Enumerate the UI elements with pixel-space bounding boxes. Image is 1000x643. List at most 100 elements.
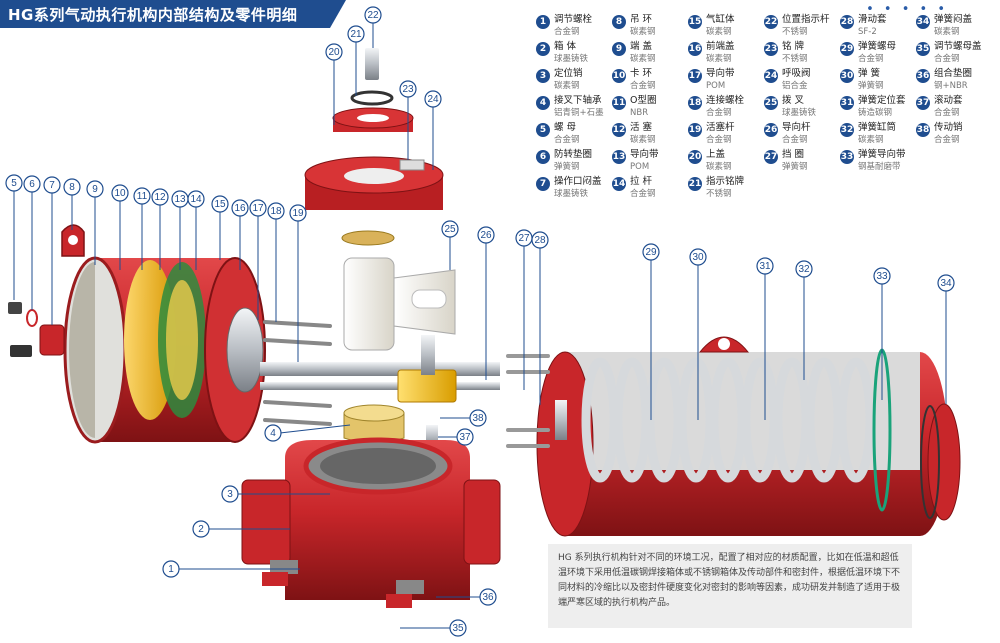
part-number-badge: 17 xyxy=(688,69,702,83)
part-material: 合金钢 xyxy=(706,108,732,118)
part-name: 弹 簧 xyxy=(858,68,881,79)
lower-bearing xyxy=(343,404,405,444)
part-number-badge: 8 xyxy=(612,15,626,29)
callout-17: 17 xyxy=(249,199,267,217)
lifting-ring xyxy=(61,224,85,257)
part-material: 不锈钢 xyxy=(782,27,808,37)
description-text: HG 系列执行机构针对不同的环境工况，配置了相对应的材质配置，比如在低温和超低温… xyxy=(558,553,901,608)
part-number-badge: 9 xyxy=(612,42,626,56)
part-name: 防转垫圈 xyxy=(554,149,593,160)
svg-text:20: 20 xyxy=(328,47,340,58)
part-number-badge: 4 xyxy=(536,96,550,110)
part-number-badge: 18 xyxy=(688,96,702,110)
part-number-badge: 11 xyxy=(612,96,626,110)
svg-text:10: 10 xyxy=(114,188,126,199)
part-name: 活塞杆 xyxy=(706,122,735,133)
callout-markers: 1 2 3 4 5 6 7 8 9 10 11 12 13 14 15 16 1… xyxy=(5,6,955,637)
callout-36: 36 xyxy=(479,588,497,606)
part-material: 弹簧钢 xyxy=(554,162,580,172)
part-name: 连接螺栓 xyxy=(706,95,745,106)
callout-18: 18 xyxy=(267,202,285,220)
part-material: 碳素钢 xyxy=(706,54,732,64)
part-name: 滑动套 xyxy=(858,14,887,25)
part-name: 铭 牌 xyxy=(782,41,805,52)
part-name: 传动销 xyxy=(934,122,963,133)
callout-11: 11 xyxy=(133,187,151,205)
callout-3: 3 xyxy=(221,485,239,503)
part-material: 球墨铸铁 xyxy=(554,54,589,64)
part-number-badge: 35 xyxy=(916,42,930,56)
part-number-badge: 30 xyxy=(840,69,854,83)
part-number-badge: 22 xyxy=(764,15,778,29)
svg-text:5: 5 xyxy=(11,178,17,189)
svg-text:35: 35 xyxy=(452,623,464,634)
part-name: 拨 叉 xyxy=(782,95,805,106)
guide-rod xyxy=(260,382,500,390)
page-title-text: HG系列气动执行机构内部结构及零件明细 xyxy=(8,5,298,24)
callout-6: 6 xyxy=(23,175,41,193)
part-number-badge: 7 xyxy=(536,177,550,191)
end-cover-small-parts xyxy=(8,302,65,357)
callout-16: 16 xyxy=(231,199,249,217)
part-number-badge: 23 xyxy=(764,42,778,56)
part-name: 调节螺母盖 xyxy=(934,41,982,52)
part-material: 合金钢 xyxy=(934,54,960,64)
part-number-badge: 27 xyxy=(764,150,778,164)
part-number-badge: 33 xyxy=(840,150,854,164)
part-material: 碳素钢 xyxy=(630,54,656,64)
part-item-35: 35 调节螺母盖合金钢 xyxy=(916,41,988,68)
svg-text:18: 18 xyxy=(270,206,282,217)
part-material: 球墨铸铁 xyxy=(554,189,589,199)
part-material: 碳素钢 xyxy=(630,27,656,37)
decor-dots: • • • • • xyxy=(866,2,948,17)
part-material: 弹簧钢 xyxy=(858,81,884,91)
spring-coils xyxy=(581,357,875,483)
description-box: HG 系列执行机构针对不同的环境工况，配置了相对应的材质配置，比如在低温和超低温… xyxy=(548,544,912,628)
callout-5: 5 xyxy=(5,174,23,192)
svg-text:14: 14 xyxy=(190,194,202,205)
part-number-badge: 34 xyxy=(916,15,930,29)
part-name: 吊 环 xyxy=(630,14,653,25)
callout-15: 15 xyxy=(211,195,229,213)
part-number-badge: 14 xyxy=(612,177,626,191)
callout-4: 4 xyxy=(264,424,282,442)
part-number-badge: 19 xyxy=(688,123,702,137)
pneumatic-cylinder xyxy=(63,256,266,444)
svg-text:16: 16 xyxy=(234,203,246,214)
svg-text:4: 4 xyxy=(270,428,276,439)
part-material: 合金钢 xyxy=(554,27,580,37)
callout-14: 14 xyxy=(187,190,205,208)
part-material: 合金钢 xyxy=(934,135,960,145)
part-name: 气缸体 xyxy=(706,14,735,25)
svg-text:11: 11 xyxy=(137,191,148,202)
part-number-badge: 31 xyxy=(840,96,854,110)
part-material: SF-2 xyxy=(858,27,877,37)
part-material: 铝青铜+石墨 xyxy=(554,108,604,118)
part-item-empty xyxy=(916,176,988,203)
callout-32: 32 xyxy=(795,260,813,278)
svg-text:13: 13 xyxy=(174,194,186,205)
callout-31: 31 xyxy=(756,257,774,275)
slide-block xyxy=(397,335,457,447)
part-number-badge: 26 xyxy=(764,123,778,137)
part-number-badge: 21 xyxy=(688,177,702,191)
svg-text:8: 8 xyxy=(69,182,75,193)
part-material: 钢基耐磨带 xyxy=(858,162,901,172)
callout-9: 9 xyxy=(86,180,104,198)
part-name: 导向杆 xyxy=(782,122,811,133)
part-material: 钢+NBR xyxy=(934,81,968,91)
part-name: 呼吸阀 xyxy=(782,68,811,79)
